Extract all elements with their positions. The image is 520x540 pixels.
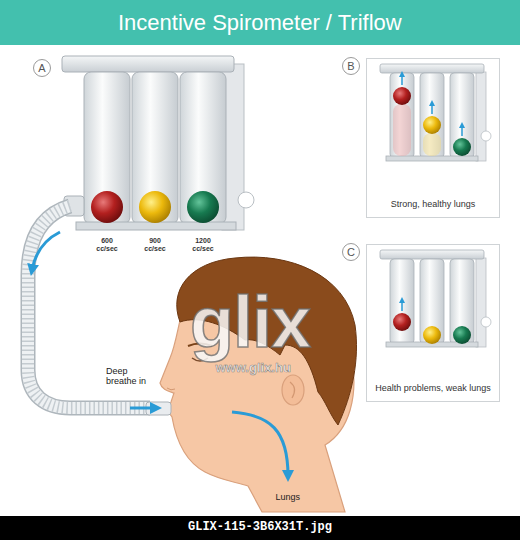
destination-label: Lungs — [276, 492, 301, 502]
flow-rate: 900 cc/sec — [138, 237, 172, 253]
green-ball — [453, 326, 471, 344]
file-name: GLIX-115-3B6X31T.jpg — [188, 521, 332, 535]
frame-notch — [238, 192, 254, 208]
panel-caption: Health problems, weak lungs — [375, 383, 491, 393]
yellow-ball — [139, 191, 171, 223]
panel-letter: C — [347, 246, 355, 258]
hair — [177, 257, 357, 425]
yellow-ball — [423, 326, 441, 344]
watermark-url: www.glix.hu — [216, 361, 291, 376]
instruction-note: Deep breathe in — [106, 366, 158, 387]
lungs-arrow — [232, 412, 288, 476]
nostril — [167, 388, 175, 390]
tube — [180, 72, 226, 224]
flow-arrow — [32, 232, 60, 270]
rise-arrow — [401, 300, 403, 311]
flow-rate: 600 cc/sec — [90, 237, 124, 253]
panel-caption: Strong, healthy lungs — [391, 199, 476, 209]
footer-bar — [0, 516, 520, 540]
title-bar — [0, 0, 520, 45]
panel-box: Strong, healthy lungs — [366, 58, 500, 218]
title-text: Incentive Spirometer / Triflow — [118, 10, 402, 36]
rise-arrow — [461, 125, 463, 136]
panel-letter: B — [347, 60, 354, 72]
panel-letter-circle: C — [342, 243, 360, 261]
green-ball — [453, 138, 471, 156]
motion-trail — [423, 133, 441, 156]
base — [76, 222, 236, 230]
flow-rate: 1200 cc/sec — [186, 237, 220, 253]
yellow-ball — [423, 116, 441, 134]
tube — [84, 72, 130, 224]
ear — [282, 375, 304, 405]
spirometer — [62, 56, 254, 230]
panel-box: Health problems, weak lungs — [366, 244, 500, 402]
tube — [132, 72, 178, 224]
red-ball — [393, 87, 411, 105]
red-ball — [91, 191, 123, 223]
panel-letter-circle: A — [33, 59, 51, 77]
red-ball — [393, 313, 411, 331]
green-ball — [187, 191, 219, 223]
watermark: glix — [190, 281, 310, 364]
top-rail — [62, 56, 234, 72]
panel-letter-circle: B — [342, 57, 360, 75]
rise-arrow — [401, 74, 403, 85]
head — [146, 257, 356, 512]
inhale-arrow — [130, 407, 156, 410]
rise-arrow — [431, 103, 433, 114]
motion-trail — [393, 104, 411, 156]
mini-spirometer — [380, 64, 491, 161]
mini-spirometer — [380, 250, 491, 347]
panel-letter: A — [38, 62, 45, 74]
ear-detail — [290, 382, 295, 398]
